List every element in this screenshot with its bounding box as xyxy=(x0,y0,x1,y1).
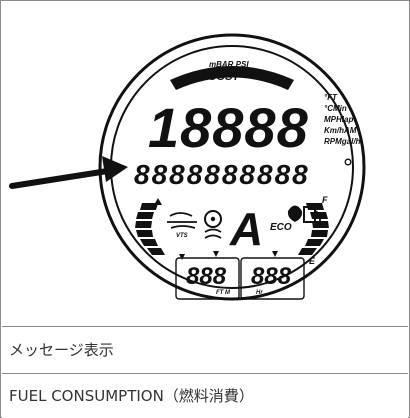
left-bargraph xyxy=(135,203,165,255)
right-small-digits: 888 xyxy=(251,263,292,290)
right-bargraph xyxy=(298,203,329,255)
svg-text:ECO: ECO xyxy=(270,222,292,233)
table-row-message: メッセージ表示 xyxy=(2,326,408,373)
svg-text:8888888888: 8888888888 xyxy=(134,159,310,190)
pointer-arrow xyxy=(9,156,128,189)
svg-text:°CMin: °CMin xyxy=(324,104,347,113)
fuel-empty-label: E xyxy=(309,256,316,266)
message-label: メッセージ表示 xyxy=(9,340,114,359)
bottom-triangle-right xyxy=(272,251,278,257)
bottom-triangle-mid xyxy=(213,251,219,257)
svg-text:Km/hAM: Km/hAM xyxy=(324,126,357,135)
svg-text:VTS: VTS xyxy=(176,233,188,239)
boost-bar xyxy=(170,66,294,90)
fuel-full-label: F xyxy=(322,195,328,205)
left-triangle-marker xyxy=(154,198,162,205)
left-small-display xyxy=(175,257,240,300)
svg-text:18888: 18888 xyxy=(148,96,309,159)
left-small-digits: 888 xyxy=(186,263,227,290)
message-display: 8888888888 xyxy=(134,158,352,190)
right-small-display xyxy=(240,257,305,300)
svg-text:°FT: °FT xyxy=(324,93,338,102)
units-stack: °FT °CMin MPHlap Km/hAM RPMgal/h xyxy=(324,93,361,146)
vts-icon: VTS xyxy=(167,212,197,239)
instrument-diagram: mBAR PSI BOOST 18888 °FT °CMin MPHlap Km… xyxy=(9,33,366,301)
fuel-consumption-label: FUEL CONSUMPTION（燃料消費） xyxy=(9,386,254,405)
bottom-triangle-left xyxy=(179,254,185,260)
fuel-pump-icon xyxy=(303,206,321,223)
eco-icon: ECO xyxy=(270,205,303,233)
steering-icon xyxy=(204,210,222,239)
boost-unit-label: mBAR PSI xyxy=(209,60,249,69)
boost-label: BOOST xyxy=(200,71,240,83)
svg-text:RPMgal/h: RPMgal/h xyxy=(324,137,361,146)
main-digits: 18888 xyxy=(148,96,309,159)
right-small-unit: Hr xyxy=(256,290,263,296)
svg-text:MPHlap: MPHlap xyxy=(324,115,353,124)
mode-char: A xyxy=(229,203,263,255)
left-small-unit: FT M xyxy=(216,290,231,296)
table-row-fuel: FUEL CONSUMPTION（燃料消費） xyxy=(2,373,408,418)
